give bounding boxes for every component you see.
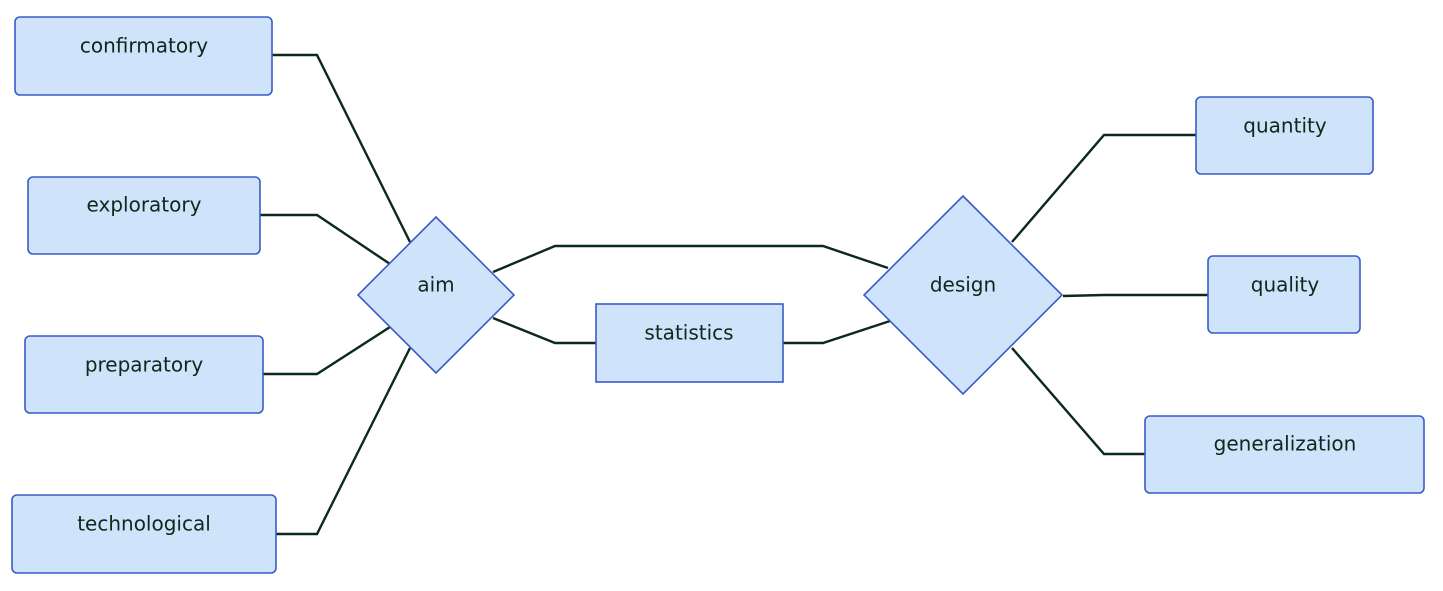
node-statistics: statistics	[595, 303, 784, 383]
node-generalization-label: generalization	[1214, 432, 1357, 456]
node-quantity-label: quantity	[1243, 114, 1327, 138]
edge-design-quality	[1062, 293, 1208, 298]
edge-design-quantity	[1011, 133, 1196, 243]
edge-preparatory-aim	[263, 325, 391, 376]
node-confirmatory-label: confirmatory	[80, 34, 208, 58]
node-quality-label: quality	[1251, 273, 1320, 297]
node-preparatory: preparatory	[24, 335, 264, 414]
node-statistics-label: statistics	[644, 321, 733, 345]
node-quality: quality	[1207, 255, 1361, 334]
node-exploratory-label: exploratory	[87, 193, 202, 217]
node-generalization: generalization	[1144, 415, 1425, 494]
edges	[260, 53, 1208, 536]
node-design-label: design	[930, 273, 996, 297]
node-quantity: quantity	[1195, 96, 1374, 175]
node-technological: technological	[11, 494, 277, 574]
edge-statistics-design	[783, 319, 891, 345]
edge-design-generalization	[1011, 347, 1145, 456]
node-aim-label: aim	[417, 273, 454, 297]
edge-aim-statistics	[492, 316, 596, 345]
edge-exploratory-aim	[260, 213, 391, 265]
node-confirmatory: confirmatory	[14, 16, 273, 96]
node-technological-label: technological	[77, 512, 211, 536]
node-aim: aim	[356, 215, 516, 375]
edge-confirmatory-aim	[272, 53, 412, 243]
node-design: design	[862, 194, 1064, 396]
edge-technological-aim	[276, 347, 412, 536]
node-exploratory: exploratory	[27, 176, 261, 255]
node-preparatory-label: preparatory	[85, 353, 204, 377]
edge-aim-design	[492, 244, 889, 274]
